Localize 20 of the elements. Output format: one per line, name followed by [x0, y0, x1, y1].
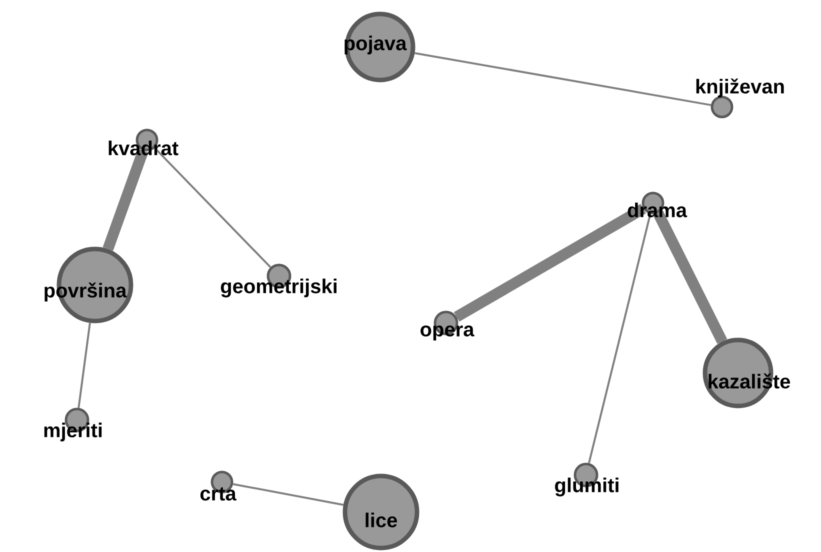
- edge-line: [232, 483, 344, 506]
- edge-line: [414, 52, 712, 106]
- node-label: opera: [420, 326, 474, 340]
- node-label: crta: [200, 487, 236, 501]
- node-label: geometrijski: [220, 278, 336, 298]
- edge-line: [454, 204, 646, 322]
- node-label: književan: [696, 78, 784, 98]
- node-circle: [344, 12, 416, 82]
- node-label: glumiti: [555, 478, 618, 496]
- node-label: mjeriti: [44, 422, 102, 442]
- node-circle: [710, 96, 734, 118]
- node-label: kvadrat: [108, 140, 178, 156]
- edge-line: [102, 148, 148, 251]
- edge-line: [78, 322, 91, 408]
- node-circle: [342, 474, 420, 550]
- edge-line: [588, 214, 652, 464]
- edge-line: [154, 147, 272, 268]
- node-label: lice: [366, 512, 397, 528]
- edge-line: [653, 210, 728, 344]
- node-label: pojava: [344, 36, 407, 54]
